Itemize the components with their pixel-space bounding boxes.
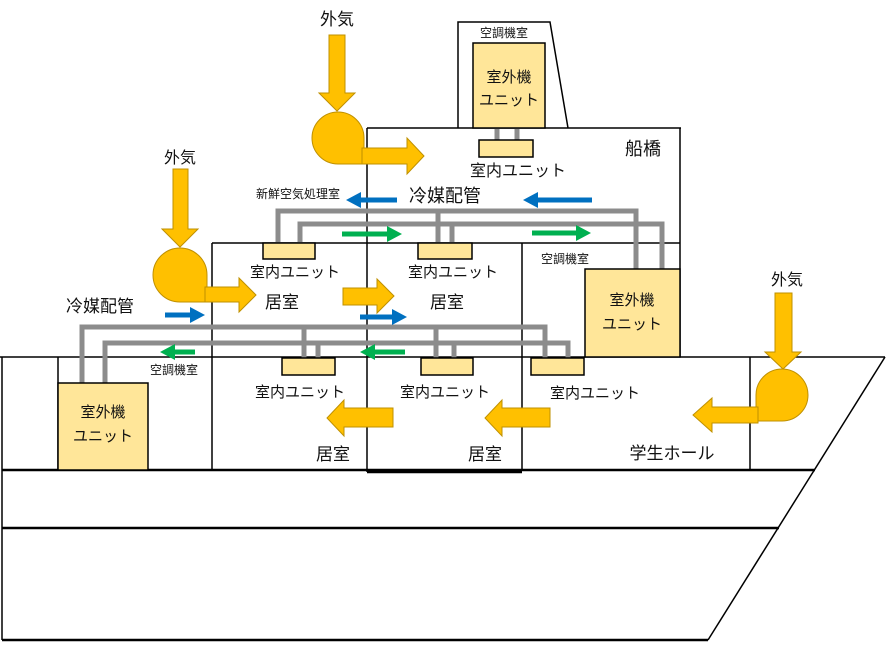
flow-arrow-left-icon [360, 344, 405, 360]
indoor-unit-bridge [478, 139, 534, 158]
flow-arrow-right-icon [342, 226, 402, 242]
refrigerant-piping-label: 冷媒配管 [66, 297, 134, 317]
airflow-arrow-left-icon [692, 396, 759, 434]
fan-icon [311, 111, 365, 165]
flow-arrow-left-icon [160, 344, 195, 360]
indoor-unit-lower-1 [281, 357, 336, 376]
outdoor-unit-label: 室外機 [486, 68, 531, 86]
flow-arrow-right-icon [165, 307, 205, 323]
cabin-label: 居室 [316, 445, 350, 465]
machine-room-label: 空調機室 [150, 362, 198, 377]
pipe-upper-outer [275, 208, 639, 269]
indoor-unit-label: 室内ユニット [255, 383, 345, 401]
outdoor-unit-label: ユニット [73, 427, 133, 445]
outdoor-unit-lower [57, 382, 149, 471]
refrigerant-flow-arrows [160, 192, 592, 360]
flow-arrow-left-icon [523, 192, 592, 208]
outdoor-unit-upper [584, 268, 681, 358]
outdoor-unit-label: 室外機 [609, 291, 654, 309]
outdoor-unit-bridge [472, 42, 546, 129]
refrigerant-piping-label: 冷媒配管 [409, 186, 481, 207]
fan-icon [755, 368, 809, 422]
airflow [152, 34, 809, 438]
student-hall-label: 学生ホール [630, 444, 715, 464]
bridge-machine-room-outline [457, 21, 569, 129]
indoor-unit-label: 室内ユニット [470, 161, 566, 180]
flow-arrow-right-icon [360, 309, 407, 325]
indoor-unit-label: 室内ユニット [400, 383, 490, 401]
ship-structure [0, 21, 886, 642]
cabin-label: 居室 [265, 293, 299, 313]
labels: 外気 空調機室 室外機 ユニット 船橋 室内ユニット 冷媒配管 新鮮空気処理室 … [66, 10, 803, 465]
fresh-air-room-label: 新鮮空気処理室 [256, 186, 340, 201]
airflow-arrow-right-icon [342, 277, 395, 315]
machine-room-label: 空調機室 [480, 25, 528, 40]
outside-air-label: 外気 [320, 10, 354, 30]
airflow-arrow-left-icon [326, 398, 394, 438]
indoor-unit-upper-2 [417, 242, 473, 260]
indoor-unit-label: 室内ユニット [550, 384, 640, 402]
hull-bow-edge [707, 356, 886, 641]
outside-air-intake-arrow-icon [763, 292, 803, 370]
cabin-label: 居室 [468, 445, 502, 465]
refrigerant-pipes [79, 128, 665, 383]
fan-icon [152, 247, 208, 303]
cabin-label: 居室 [430, 293, 464, 313]
indoor-unit-upper-1 [262, 242, 316, 260]
flow-arrow-right-icon [532, 225, 591, 241]
outside-air-intake-arrow-icon [317, 34, 357, 112]
airflow-arrow-right-icon [204, 276, 257, 314]
outdoor-unit-label: ユニット [602, 315, 662, 333]
indoor-unit-label: 室内ユニット [250, 263, 340, 281]
indoor-unit-lower-2 [420, 357, 474, 376]
airflow-arrow-left-icon [484, 398, 551, 438]
airflow-arrow-right-icon [361, 136, 425, 176]
pipe-lower-inner [102, 340, 571, 383]
indoor-unit-label: 室内ユニット [408, 263, 498, 281]
outside-air-label: 外気 [771, 270, 803, 289]
flow-arrow-left-icon [346, 192, 397, 208]
outside-air-intake-arrow-icon [160, 168, 200, 248]
hvac-units [57, 42, 681, 471]
bridge-label: 船橋 [625, 139, 661, 160]
machine-room-label: 空調機室 [541, 251, 589, 266]
pipe-upper-inner [297, 221, 665, 269]
outdoor-unit-label: 室外機 [80, 403, 125, 421]
outside-air-label: 外気 [164, 148, 196, 167]
indoor-unit-lower-3 [530, 357, 585, 376]
outdoor-unit-label: ユニット [479, 91, 539, 109]
